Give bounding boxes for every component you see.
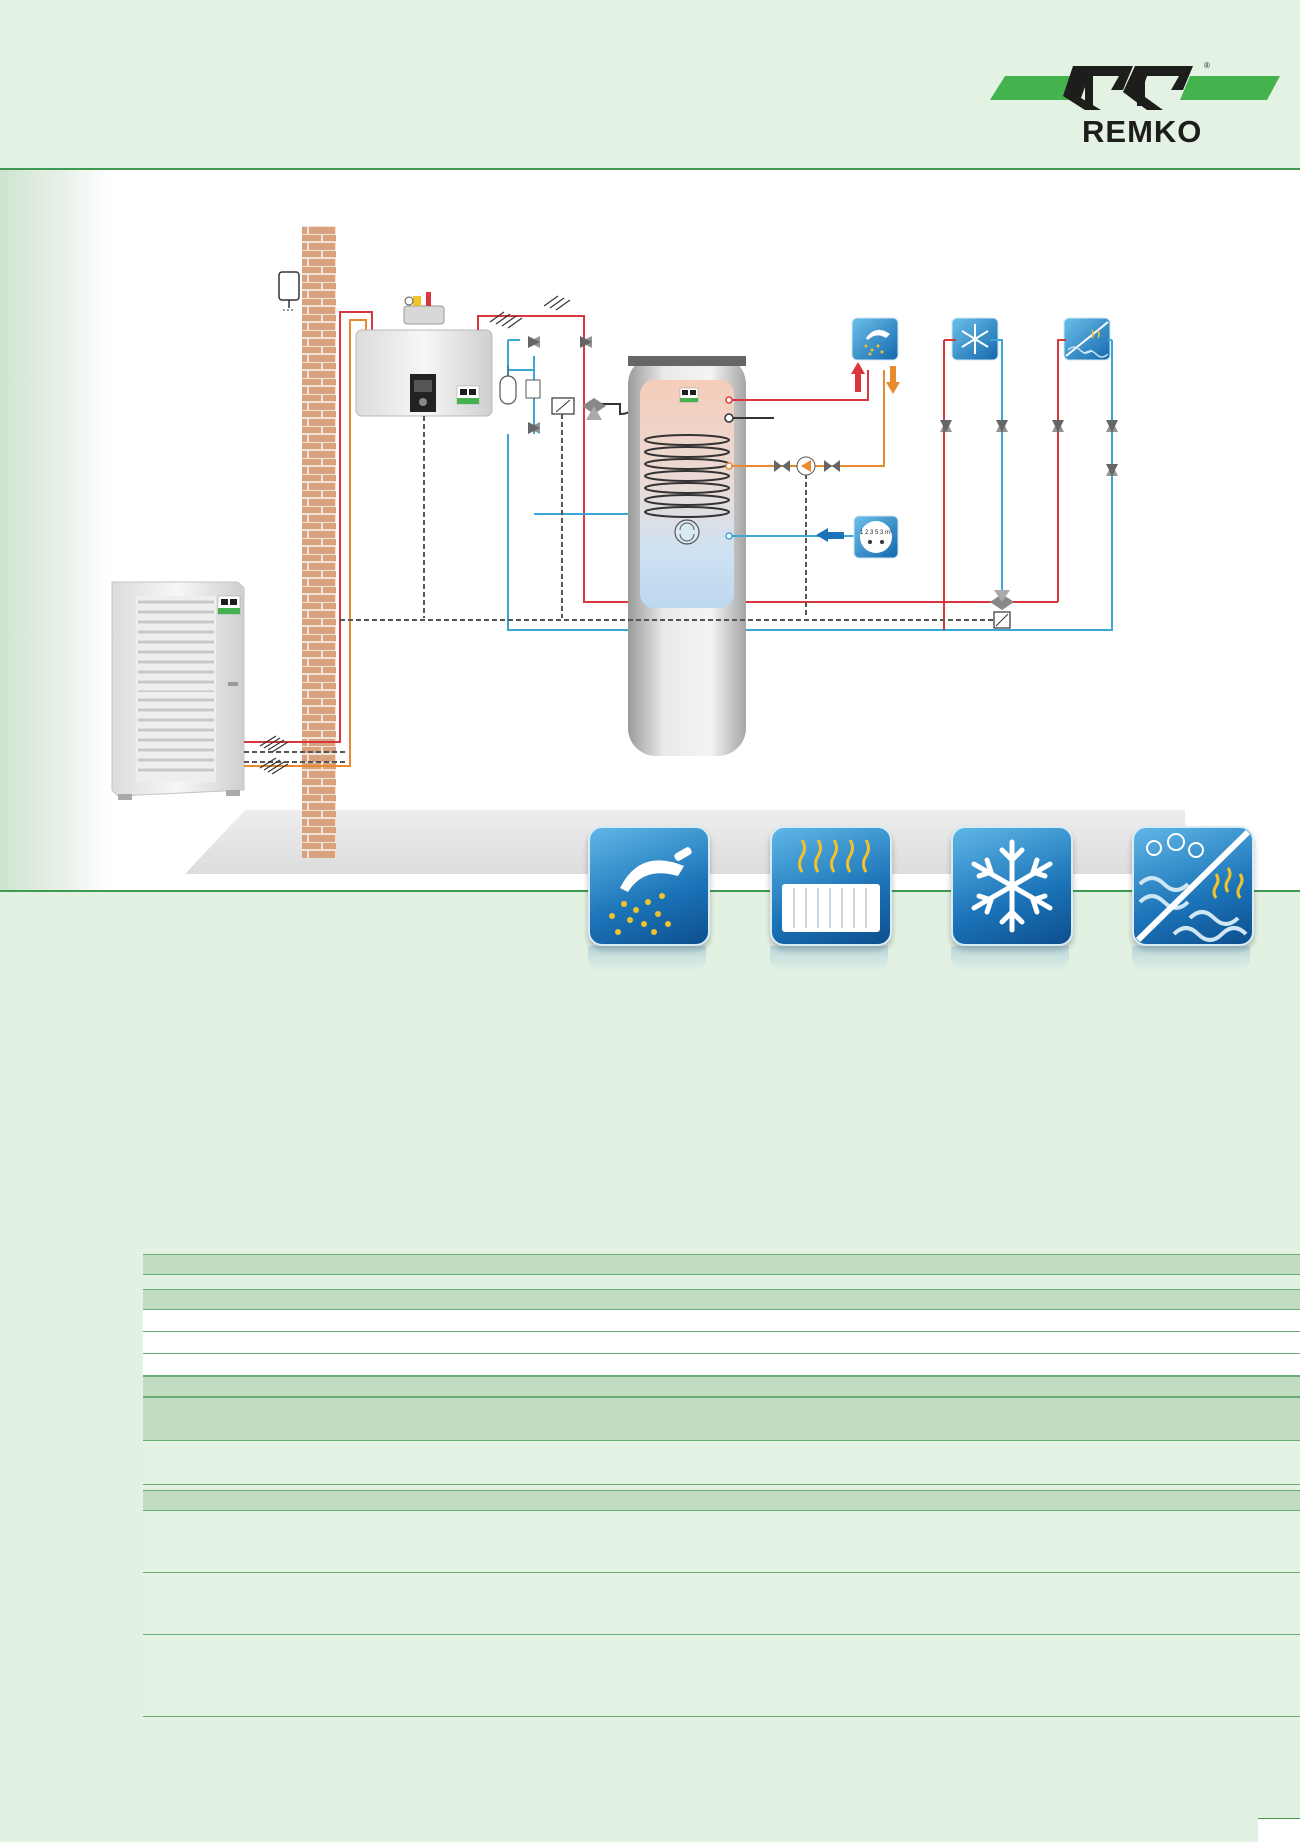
table-row xyxy=(143,1310,1300,1332)
hydraulic-diagram: 1 2 3 5 3 m³ xyxy=(111,226,1118,858)
valve-icon xyxy=(528,336,592,434)
background-fade xyxy=(0,170,110,890)
mixing-valve xyxy=(990,590,1014,629)
table-row xyxy=(143,1635,1300,1717)
page-number-tab xyxy=(1258,1818,1300,1842)
floor-heating-flow-line xyxy=(1057,339,1066,602)
table-row xyxy=(143,1397,1300,1441)
table-row xyxy=(143,1254,1300,1275)
indoor-unit-icon xyxy=(355,292,493,417)
heat-pump-unit-icon xyxy=(111,581,245,800)
storage-tank-icon xyxy=(628,356,746,756)
insulation-hatch xyxy=(489,295,571,329)
tile-reflection xyxy=(588,946,706,972)
sensor-box xyxy=(525,379,541,399)
remko-logo: ® REMKO xyxy=(985,58,1280,149)
table-row xyxy=(143,1490,1300,1511)
table-row xyxy=(143,1573,1300,1635)
water-meter-icon: 1 2 3 5 3 m³ xyxy=(853,515,899,559)
table-row xyxy=(143,1376,1300,1397)
refrigerant-line-red xyxy=(244,311,373,743)
refrigerant-line-orange xyxy=(244,319,367,767)
thermostat-icon xyxy=(278,271,300,311)
valve-icon xyxy=(940,420,1118,476)
radiator-icon xyxy=(770,826,892,946)
shower-icon xyxy=(851,317,899,361)
pump-icon xyxy=(796,456,816,476)
valve-icon xyxy=(774,460,840,472)
insulation-hatch xyxy=(259,735,289,775)
cooling-flow-line xyxy=(943,339,956,630)
three-way-valve xyxy=(551,397,606,420)
tile-reflection xyxy=(951,946,1069,972)
brick-wall xyxy=(302,226,336,858)
hot-water-line xyxy=(732,370,869,401)
registered-mark: ® xyxy=(1204,61,1210,70)
table-row xyxy=(143,1354,1300,1376)
expansion-vessel-icon xyxy=(499,366,517,405)
shower-icon xyxy=(588,826,710,946)
underfloor-heating-icon xyxy=(1063,317,1111,361)
meter-reading: 1 2 3 5 3 m³ xyxy=(860,530,892,536)
brand-name: REMKO xyxy=(1082,114,1202,148)
snowflake-icon xyxy=(951,826,1073,946)
flow-line-primary xyxy=(477,315,585,404)
table-row xyxy=(143,1441,1300,1485)
heat-cool-combo-icon xyxy=(1132,826,1254,946)
tile-reflection xyxy=(1132,946,1250,972)
tile-reflection xyxy=(770,946,888,972)
return-line-primary xyxy=(507,340,1113,631)
table-row xyxy=(143,1511,1300,1573)
flow-arrows xyxy=(816,362,900,542)
table-row xyxy=(143,1332,1300,1354)
table-row xyxy=(143,1289,1300,1310)
cooling-return-line xyxy=(990,339,1003,600)
